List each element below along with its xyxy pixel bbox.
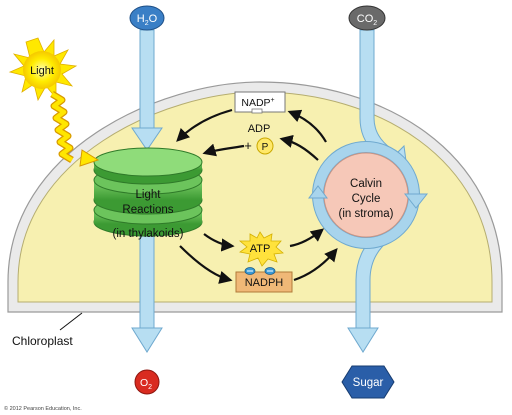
o2-label-sub: 2 [148,384,152,391]
sugar-label: Sugar [353,377,384,389]
h2o-input-arrow [131,29,163,151]
svg-text:O2: O2 [140,377,152,391]
cycle-arrows [176,108,338,284]
nadp-box: NADP+ [234,91,286,114]
calvin-label-line2: Cycle [352,193,381,205]
arrow-atp-to-calvin [289,228,325,248]
arrow-calvin-to-adp [279,134,319,161]
o2-node: O2 [134,369,160,395]
atp-label: ATP [250,243,271,255]
h2o-label-h: H [137,13,145,25]
calvin-ring-arrowhead-right [403,193,429,209]
co2-label-sub: 2 [373,20,377,27]
o2-label-o: O [140,377,148,389]
h2o-label-sub: 2 [145,20,149,27]
adp-group: ADP + P [244,123,274,155]
calvin-label-line3: (in stroma) [339,208,394,220]
light-reactions-label-line1: Light [136,189,162,201]
light-label: Light [30,65,54,77]
co2-node: CO2 [348,5,386,31]
nadph-label: NADPH [245,277,284,289]
phosphate-label: P [262,142,269,153]
phosphate-circle [256,137,274,155]
chloroplast-callout: Chloroplast [12,312,83,348]
arrow-nadph-to-calvin [293,247,338,282]
chloroplast-label: Chloroplast [12,334,73,348]
thylakoid-stack: Light Reactions (in thylakoids) [93,147,203,240]
calvin-ring-arrowhead-left [308,185,328,199]
sugar-node: Sugar [341,365,395,399]
light-squiggle-arrow [50,90,100,167]
adp-label: ADP [248,123,271,135]
sun-icon: Light [8,37,78,102]
nadph-box: NADPH [235,267,293,293]
h2o-node: H2O [129,5,165,31]
svg-text:NADP+: NADP+ [241,97,274,109]
co2-label-co: CO [357,13,374,25]
nadp-label: NADP [241,97,270,109]
plus-sign: + [244,138,252,153]
h2o-label-o: O [149,13,158,25]
nadp-sup: + [271,97,275,104]
light-reactions-label-line2: Reactions [122,204,173,216]
atp-burst: ATP [238,231,284,267]
arrow-nadp-to-light-reactions [176,108,233,142]
calvin-cycle: Calvin Cycle (in stroma) [308,141,429,249]
arrow-calvin-to-nadp [287,109,327,143]
arrow-light-reactions-to-nadph [179,245,233,284]
copyright-text: © 2012 Pearson Education, Inc. [4,405,82,412]
calvin-label-line1: Calvin [350,178,382,190]
arrow-adp-to-light-reactions [202,143,245,157]
svg-text:H2O: H2O [137,13,158,27]
svg-text:CO2: CO2 [357,13,378,27]
light-reactions-label-line3: (in thylakoids) [113,228,184,240]
arrow-light-reactions-to-atp [203,233,235,252]
